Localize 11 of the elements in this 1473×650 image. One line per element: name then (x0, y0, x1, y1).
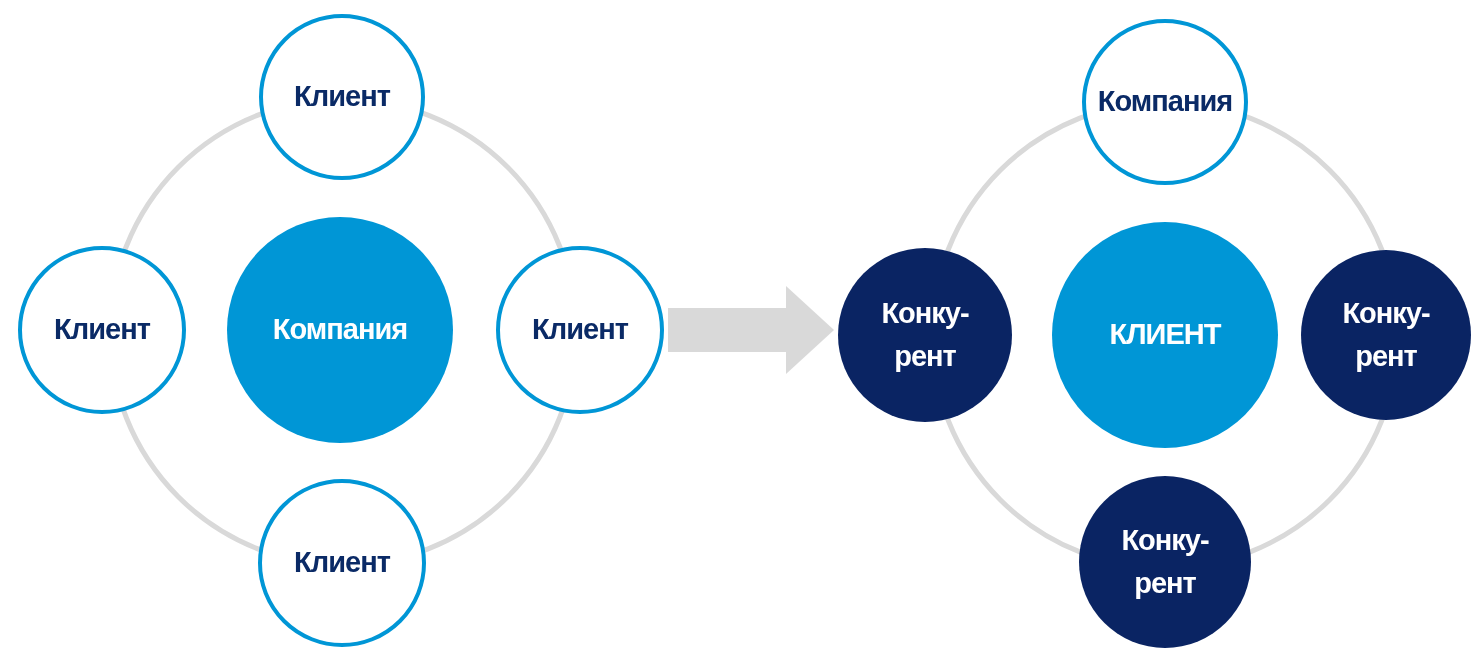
arrow (668, 286, 834, 374)
node-label: Конку- рент (1341, 295, 1431, 374)
node-label: Конку- рент (880, 295, 970, 374)
node-label: Клиент (532, 312, 628, 348)
node-label: Клиент (294, 79, 390, 115)
node-label: Конку- рент (1120, 522, 1210, 601)
node-label: Компания (1097, 84, 1233, 120)
node-label: Клиент (294, 545, 390, 581)
node-label: Клиент (54, 312, 150, 348)
node-label: Компания (272, 312, 408, 348)
node-label: КЛИЕНТ (1109, 317, 1221, 353)
